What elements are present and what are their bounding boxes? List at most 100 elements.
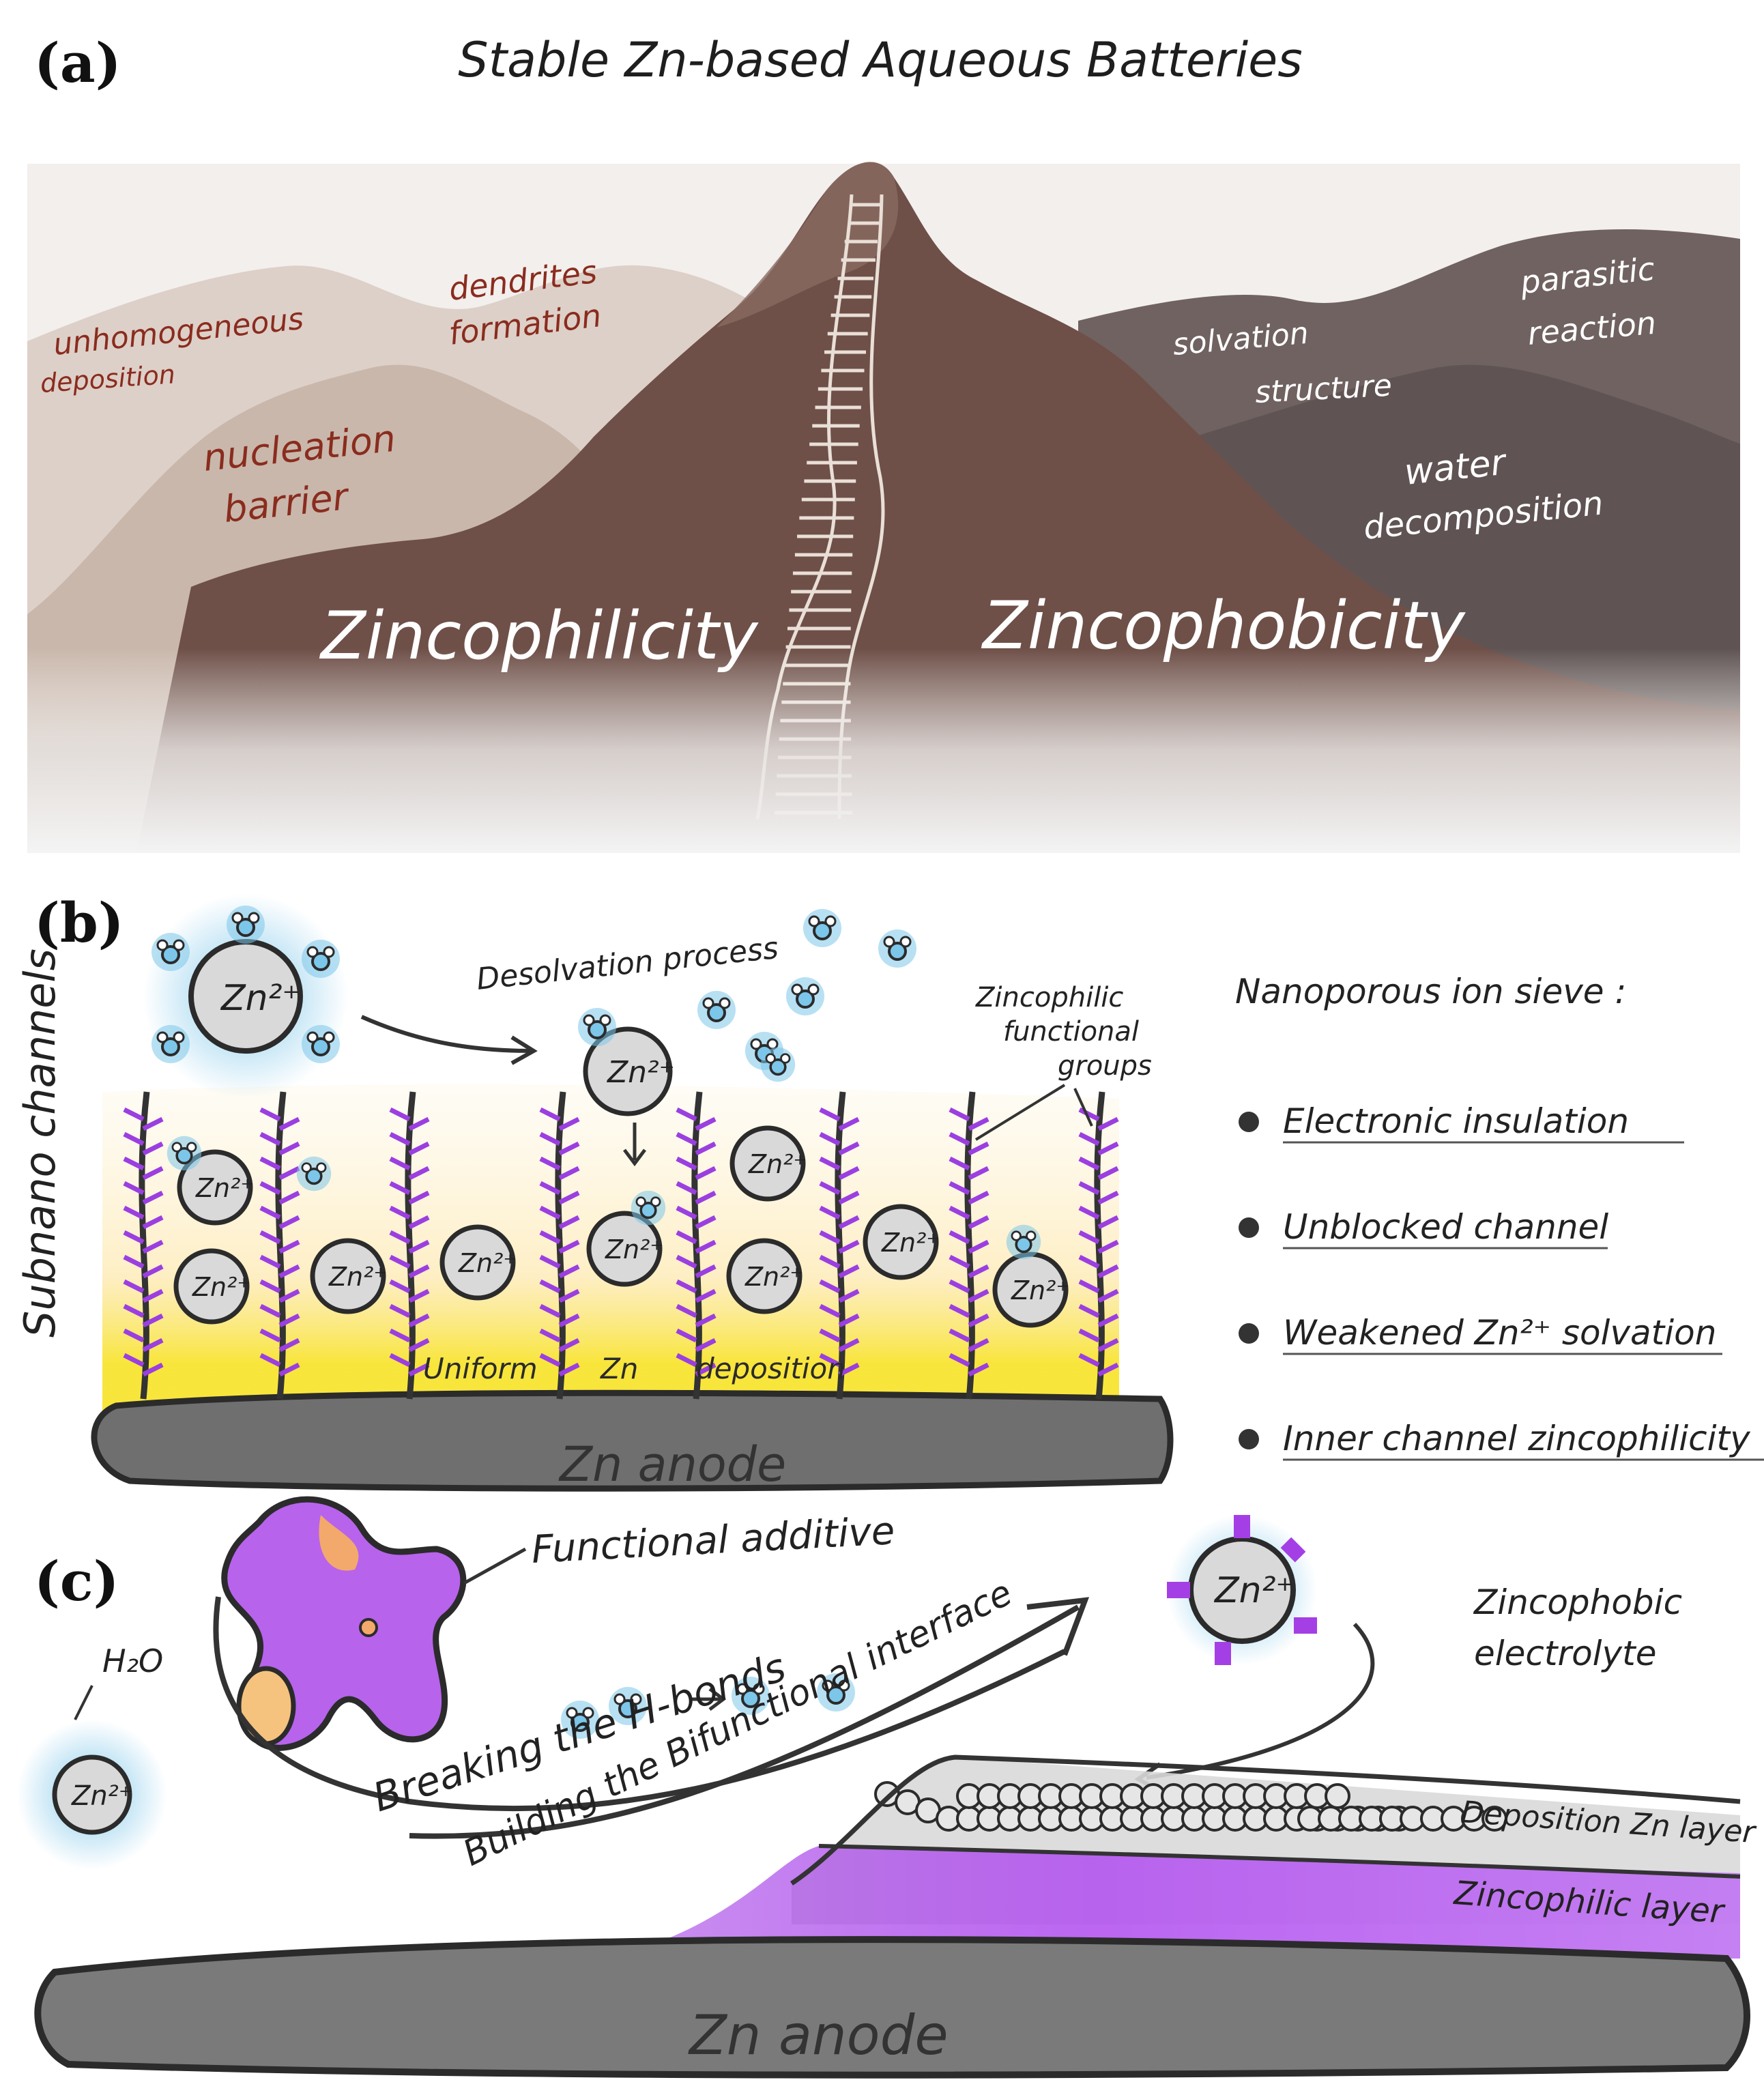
zincophilic-barb	[142, 1288, 164, 1303]
deposited-zn-spheres	[874, 1781, 1507, 1832]
zincophilic-barb	[142, 1313, 164, 1328]
zn-anode-b	[91, 1389, 1174, 1492]
zincophilic-barb	[949, 1353, 970, 1368]
zn-ion-core	[52, 1754, 132, 1835]
zincophilic-barb	[278, 1338, 300, 1353]
zincophilic-barb	[968, 1313, 989, 1328]
additive-tab-bottom	[1215, 1642, 1231, 1665]
zincophilic-barb	[558, 1190, 580, 1205]
zincophilic-barb	[819, 1131, 841, 1146]
zincophilic-barb	[123, 1230, 145, 1245]
functional-additive-label: Functional additive	[530, 1509, 895, 1572]
bullet-dot	[1239, 1429, 1259, 1449]
water-hydrogen	[766, 1038, 779, 1050]
zincophilic-barb	[695, 1313, 717, 1328]
electrolyte-label-2: electrolyte	[1474, 1634, 1657, 1673]
zn-ion-core	[729, 1125, 806, 1202]
channel-stalk	[691, 1091, 703, 1400]
bullet-dot	[1239, 1112, 1259, 1132]
water-oxygen	[570, 1713, 590, 1732]
water-hydrogen	[186, 1142, 197, 1153]
zincophilic-barb	[558, 1313, 580, 1328]
channel-zn-ion: Zn²⁺	[863, 1204, 940, 1280]
zincophilic-barb	[389, 1353, 411, 1368]
water-hydrogen	[883, 936, 895, 948]
zincophilic-barb	[695, 1190, 717, 1205]
zincophilic-barb	[949, 1107, 970, 1122]
zincophilic-barb	[1097, 1190, 1119, 1205]
water-hydrogen	[765, 1053, 776, 1064]
zincophilic-barb	[838, 1166, 860, 1181]
label-zincophilicity: Zincophilicity	[319, 598, 759, 674]
zincophilic-barb	[389, 1131, 411, 1146]
zincophilic-barb	[949, 1303, 970, 1318]
water-hydrogen	[173, 1031, 185, 1043]
zincophilic-barb	[142, 1264, 164, 1279]
zincophilic-barb	[539, 1107, 561, 1122]
interface-mid-line	[818, 1844, 1741, 1879]
zincophilic-barb	[1097, 1362, 1119, 1377]
water-hydrogen	[635, 1196, 646, 1207]
water-oxygen	[707, 1003, 726, 1022]
zincophilic-barb	[695, 1338, 717, 1353]
zincophilic-barb	[123, 1205, 145, 1220]
water-oxygen	[305, 1167, 323, 1185]
zn-ion-text: Zn²⁺	[881, 1228, 940, 1258]
zincophilic-barb	[1078, 1279, 1100, 1294]
zincophilic-barb	[695, 1288, 717, 1303]
deposition-arrow	[1146, 1622, 1375, 1780]
zincophilic-barb	[539, 1328, 561, 1343]
water-hydrogen	[248, 912, 260, 924]
zincophilic-barb	[123, 1328, 145, 1343]
zincophilic-barb	[838, 1264, 860, 1279]
water-hydrogen	[1026, 1230, 1037, 1241]
zincophilic-barb	[949, 1254, 970, 1269]
zincophilic-barb	[259, 1181, 281, 1196]
panel-c: (c) Functional additive H₂O Zn²⁺ Zn²⁺ Zi…	[17, 1496, 1758, 2079]
water-molecule	[561, 1701, 599, 1739]
zincophilic-barb	[539, 1254, 561, 1269]
label-structure: structure	[1254, 369, 1393, 410]
zincophilic-barb	[539, 1131, 561, 1146]
zincophilic-barb	[142, 1362, 164, 1377]
zincophilic-barb	[819, 1230, 841, 1245]
zincophilic-barb	[259, 1254, 281, 1269]
water-oxygen	[813, 921, 832, 940]
zincophilic-barb	[838, 1190, 860, 1205]
zincophilic-barb	[408, 1166, 430, 1181]
water-hydrogen	[750, 1038, 762, 1050]
zincophilic-barb	[695, 1239, 717, 1254]
additive-tab-topright	[1280, 1537, 1306, 1563]
water-molecule	[697, 991, 736, 1029]
zincophilic-barb	[539, 1181, 561, 1196]
zincophilic-barb	[408, 1215, 430, 1230]
zincophilic-barb	[1097, 1215, 1119, 1230]
zincophilic-barb	[142, 1239, 164, 1254]
zincophilic-barb	[389, 1181, 411, 1196]
label-zincophobicity: Zincophobicity	[981, 588, 1466, 664]
zincophilic-barb	[676, 1328, 697, 1343]
zn-word: Zn	[600, 1352, 638, 1385]
additive-tab-top	[1234, 1515, 1250, 1538]
zn-ion-text: Zn²⁺	[748, 1149, 807, 1179]
zn-anode-c	[34, 1936, 1750, 2079]
zincophilic-barb	[819, 1303, 841, 1318]
zn-ion-core	[177, 1149, 253, 1226]
water-hydrogen	[822, 1679, 834, 1692]
water-molecule	[151, 1025, 190, 1063]
zincophilic-barb	[676, 1254, 697, 1269]
zincophilic-barb	[259, 1328, 281, 1343]
water-hydrogen	[566, 1707, 578, 1719]
channel-stalk	[139, 1091, 150, 1400]
zincophilic-barb	[1078, 1205, 1100, 1220]
additive-orange-foot	[236, 1666, 296, 1746]
zincophilic-barb	[558, 1288, 580, 1303]
zincophilic-barb	[968, 1116, 989, 1131]
channel-stalk	[964, 1091, 976, 1400]
water-molecule	[609, 1687, 647, 1725]
zincophilic-barb	[558, 1116, 580, 1131]
breaking-arrow-lower	[409, 1604, 1080, 1839]
zincophilic-barb	[142, 1116, 164, 1131]
zincophilic-barb	[123, 1254, 145, 1269]
water-molecule	[296, 1156, 332, 1191]
